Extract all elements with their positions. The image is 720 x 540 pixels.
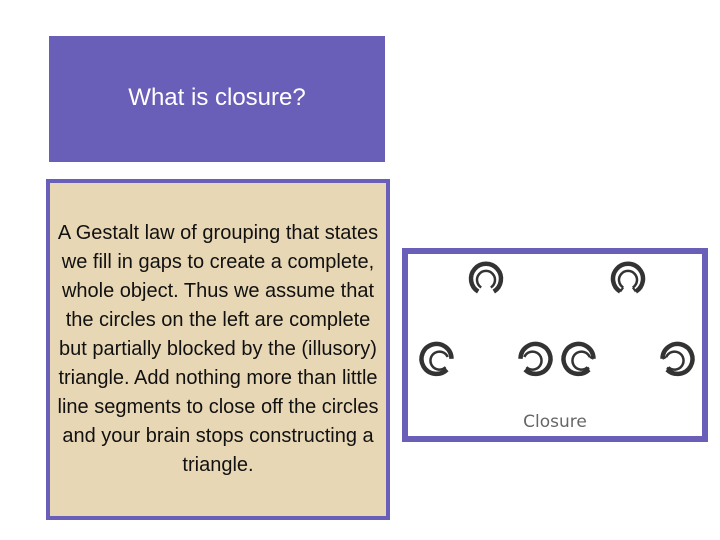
closed-circle-bottom-right-1 [561,341,596,377]
closure-figure: Closure [408,254,702,436]
figure-caption: Closure [523,412,587,432]
slide-title: What is closure? [128,84,306,111]
open-circle-bottom-left-2 [518,341,553,377]
open-circle-top-left [468,261,504,294]
title-box: What is closure? [49,36,385,162]
open-circle-bottom-left-1 [419,341,454,377]
closure-figure-frame: Closure [402,248,708,442]
definition-box: A Gestalt law of grouping that states we… [46,179,390,520]
closure-illustration [419,261,695,377]
definition-text: A Gestalt law of grouping that states we… [57,222,379,476]
closed-circle-top-right [610,261,646,294]
closed-circle-bottom-right-2 [660,341,695,377]
